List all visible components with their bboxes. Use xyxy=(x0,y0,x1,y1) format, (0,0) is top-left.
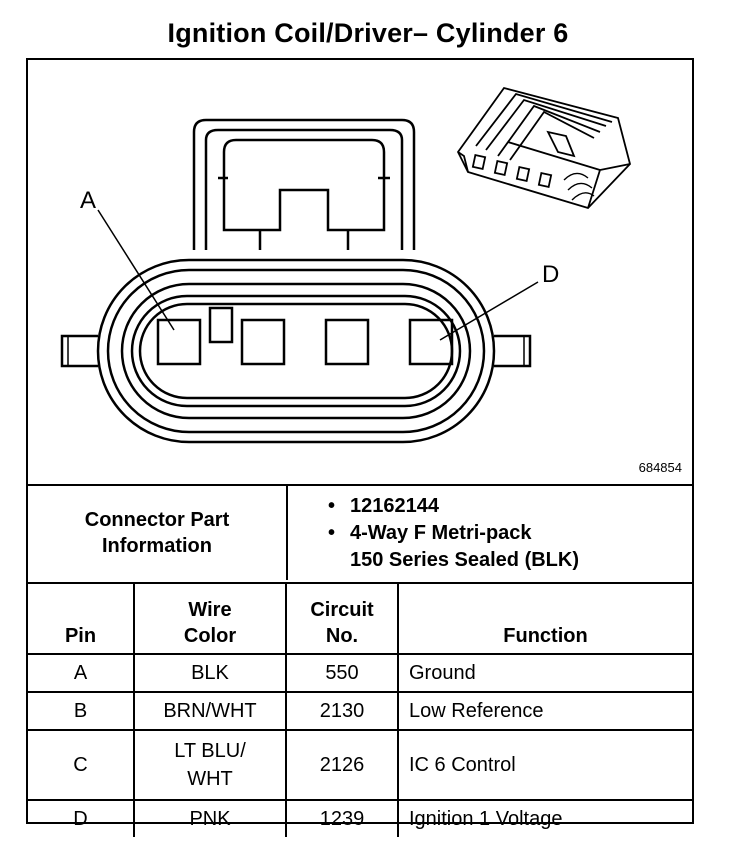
table-row: C LT BLU/ WHT 2126 IC 6 Control xyxy=(28,729,692,801)
wire-color-cell: PNK xyxy=(133,799,287,837)
connector-shell xyxy=(96,258,496,444)
function-cell: Low Reference xyxy=(397,691,692,731)
diagram-frame: A D 684854 Connector Part Information xyxy=(26,58,694,837)
connector-part-values: 12162144 4-Way F Metri-pack 150 Series S… xyxy=(287,484,692,580)
table-row: D PNK 1239 Ignition 1 Voltage xyxy=(28,799,692,837)
function-cell: Ground xyxy=(397,653,692,693)
header-function: Function xyxy=(397,582,692,655)
circuit-cell: 1239 xyxy=(285,799,399,837)
figure-reference-number: 684854 xyxy=(638,460,682,475)
header-circuit: Circuit No. xyxy=(285,582,399,655)
pin-cell: A xyxy=(28,653,135,693)
connector-figure: A D xyxy=(60,86,631,444)
cavity-b xyxy=(240,318,286,366)
connector-part-label: Connector Part Information xyxy=(28,484,288,580)
pin-cell: D xyxy=(28,799,135,837)
part-number: 12162144 xyxy=(328,493,692,520)
left-ear xyxy=(60,334,98,368)
header-wire-color: Wire Color xyxy=(133,582,287,655)
function-cell: IC 6 Control xyxy=(397,729,692,801)
cavity-a xyxy=(156,318,202,366)
connector-sketch-image xyxy=(456,86,631,210)
pin-table-header: Pin Wire Color Circuit No. Function xyxy=(28,582,692,655)
part-description: 4-Way F Metri-pack 150 Series Sealed (BL… xyxy=(328,520,692,574)
leader-a xyxy=(97,209,175,331)
wire-color-cell: BLK xyxy=(133,653,287,693)
cavity-d xyxy=(408,318,454,366)
pin-cell: C xyxy=(28,729,135,801)
wire-color-cell: LT BLU/ WHT xyxy=(133,729,287,801)
wire-color-cell: BRN/WHT xyxy=(133,691,287,731)
pin-table: Pin Wire Color Circuit No. Function A BL… xyxy=(28,582,692,837)
table-row: B BRN/WHT 2130 Low Reference xyxy=(28,691,692,731)
leader-d xyxy=(439,281,539,341)
page-title: Ignition Coil/Driver– Cylinder 6 xyxy=(167,18,569,48)
circuit-cell: 2130 xyxy=(285,691,399,731)
connector-part-info: Connector Part Information 12162144 4-Wa… xyxy=(28,484,692,580)
right-ear xyxy=(494,334,532,368)
table-row: A BLK 550 Ground xyxy=(28,653,692,693)
callout-d: D xyxy=(542,261,559,288)
pin-cell: B xyxy=(28,691,135,731)
cavity-c xyxy=(324,318,370,366)
callout-a: A xyxy=(80,187,96,214)
connector-latch xyxy=(192,118,416,250)
polarizing-key xyxy=(208,306,234,344)
header-pin: Pin xyxy=(28,582,135,655)
circuit-cell: 2126 xyxy=(285,729,399,801)
function-cell: Ignition 1 Voltage xyxy=(397,799,692,837)
circuit-cell: 550 xyxy=(285,653,399,693)
